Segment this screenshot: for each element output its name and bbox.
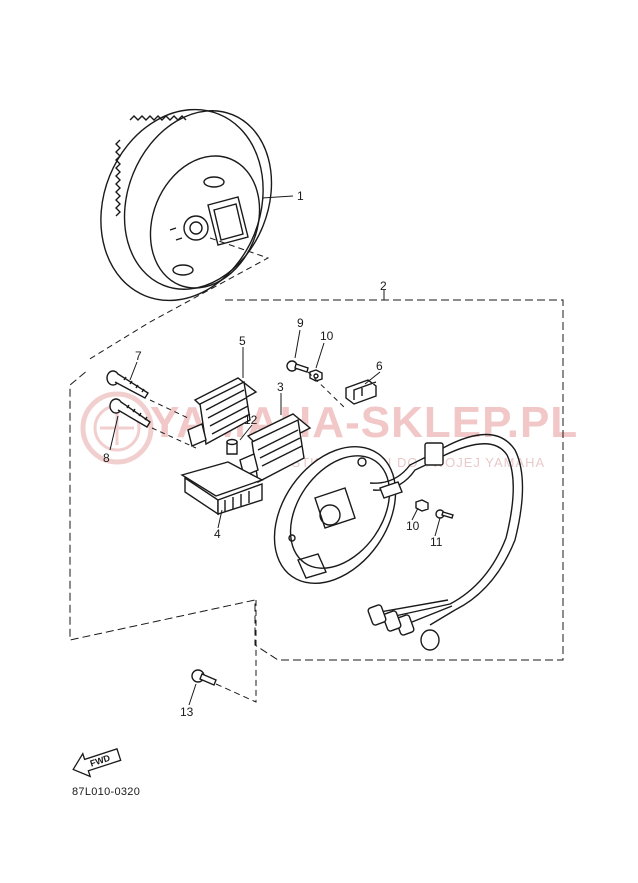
coil-part-5 — [187, 377, 258, 447]
washer-part-10-lower — [415, 499, 429, 512]
assembly-boundary — [69, 299, 564, 661]
label-4: 4 — [214, 527, 221, 541]
connector-part-6 — [345, 379, 377, 405]
label-7: 7 — [135, 349, 142, 363]
leader-line — [261, 195, 294, 199]
label-13: 13 — [180, 705, 194, 719]
spacer-part-12 — [226, 438, 238, 455]
drawing-code: 87L010-0320 — [72, 786, 141, 798]
label-8: 8 — [103, 451, 110, 465]
screw-part-8 — [109, 398, 151, 428]
screw-part-7 — [106, 370, 149, 399]
label-12: 12 — [244, 413, 258, 427]
label-11: 11 — [430, 535, 443, 549]
bolt-part-13 — [191, 669, 217, 686]
axis-line — [87, 237, 270, 361]
label-leaders — [109, 329, 441, 706]
washer-part-10-upper — [309, 369, 323, 382]
stator-plate — [273, 446, 397, 584]
screw-part-11 — [435, 509, 454, 519]
label-6: 6 — [376, 359, 383, 373]
screw-part-9 — [286, 360, 309, 373]
coil-part-4 — [180, 461, 264, 516]
label-1: 1 — [297, 189, 304, 203]
label-2: 2 — [380, 279, 387, 293]
coil-part-3 — [239, 413, 312, 484]
leader-line — [149, 399, 197, 449]
label-5: 5 — [239, 334, 246, 348]
label-10-upper: 10 — [320, 329, 334, 343]
leader-line — [215, 600, 257, 703]
label-10-lower: 10 — [406, 519, 420, 533]
flywheel-rotor — [100, 108, 273, 302]
wire-harness — [367, 433, 524, 651]
fwd-arrow-icon: FWD — [72, 748, 122, 778]
label-9: 9 — [297, 316, 304, 330]
label-3: 3 — [277, 380, 284, 394]
